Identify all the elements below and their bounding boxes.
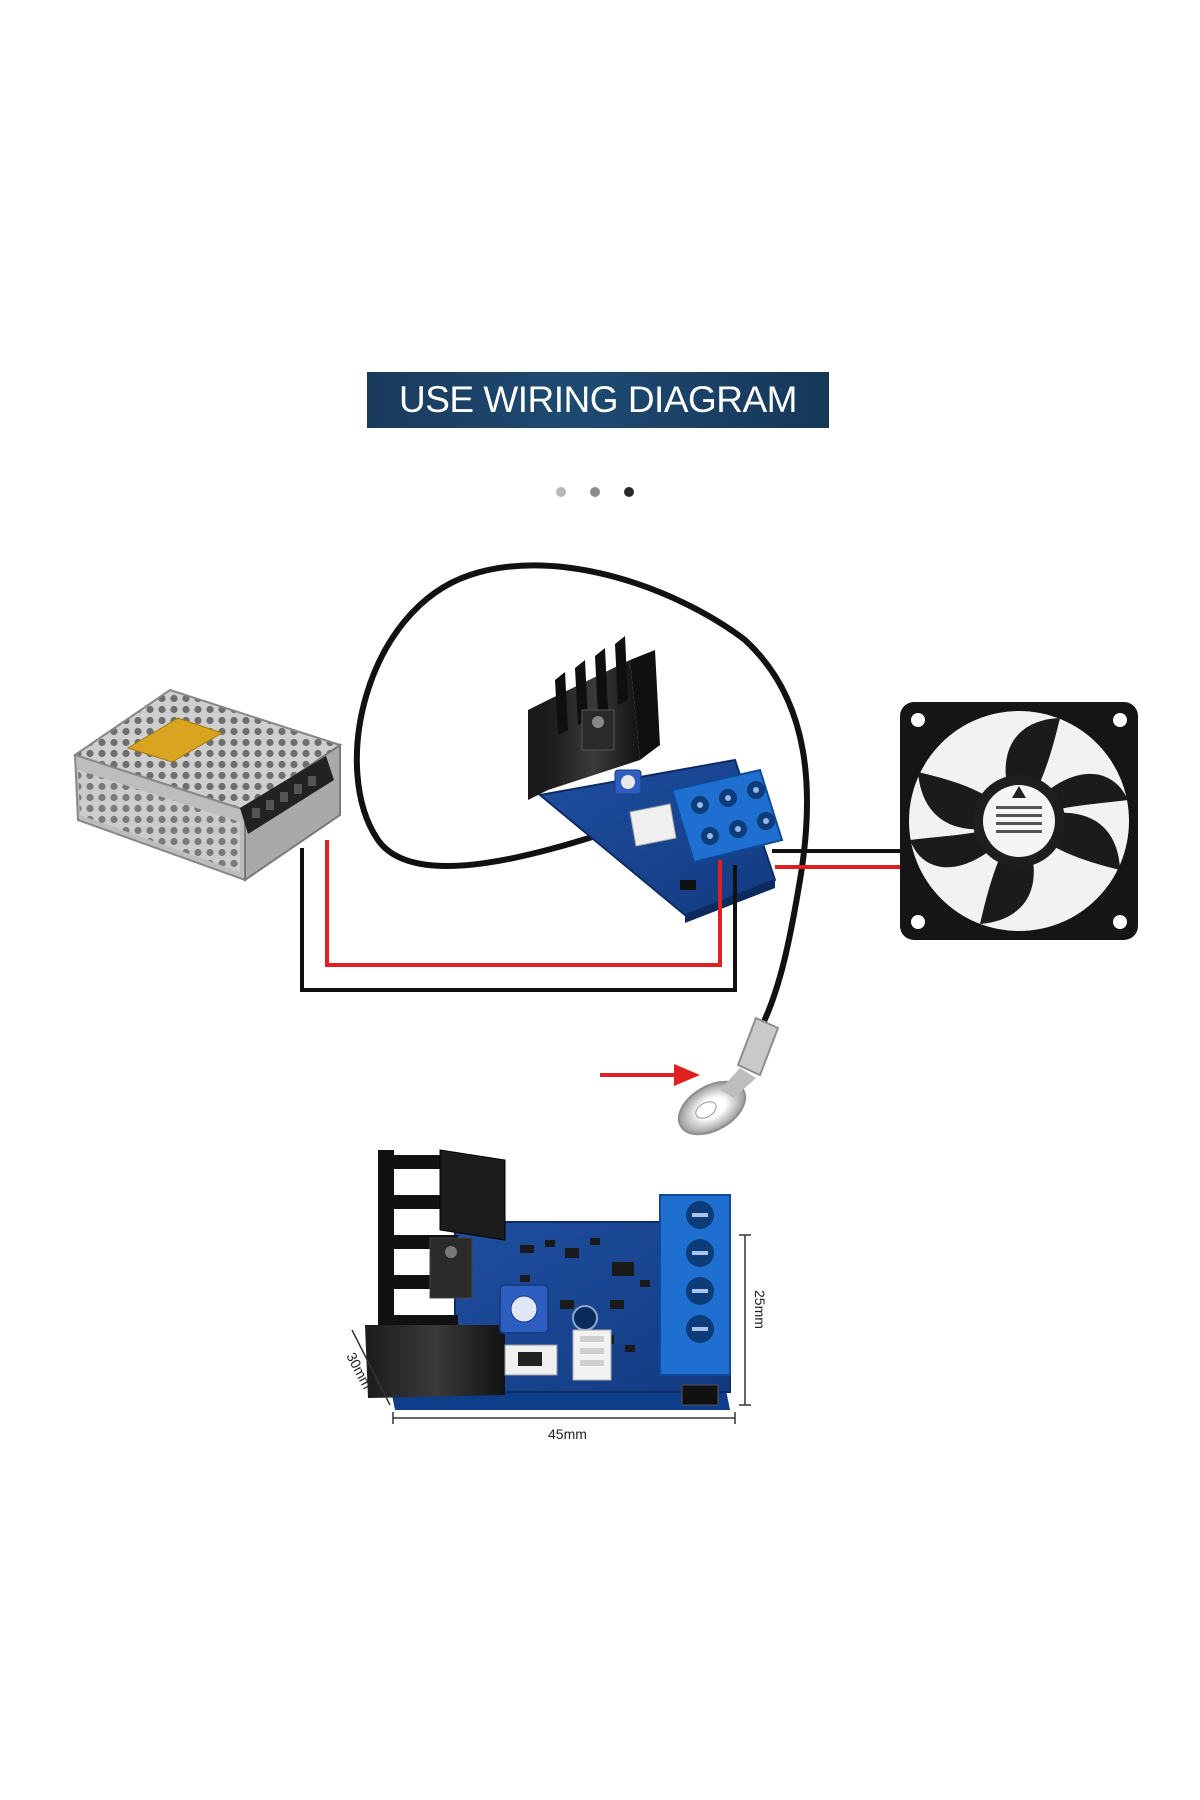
carousel-dot-3[interactable] [624, 487, 634, 497]
carousel-dot-2[interactable] [590, 487, 600, 497]
pwm-controller-board [528, 636, 784, 923]
dimension-height-label: 25mm [752, 1290, 768, 1329]
wire-psu-positive [325, 840, 722, 967]
dimension-lines [351, 1234, 751, 1424]
probe-pointer-arrow [600, 1064, 700, 1086]
wire-psu-negative [300, 848, 737, 992]
diagram-title-banner: USE WIRING DIAGRAM [367, 372, 829, 428]
power-supply-unit [72, 688, 343, 882]
controller-board-photo [365, 1149, 731, 1410]
temperature-probe [677, 1016, 780, 1136]
carousel-indicator [556, 485, 646, 499]
dimension-width-label: 45mm [548, 1426, 587, 1442]
probe-cable [353, 562, 811, 1033]
carousel-dot-1[interactable] [556, 487, 566, 497]
diagram-title: USE WIRING DIAGRAM [398, 379, 798, 420]
wires [300, 840, 905, 992]
cooling-fan [900, 702, 1138, 940]
